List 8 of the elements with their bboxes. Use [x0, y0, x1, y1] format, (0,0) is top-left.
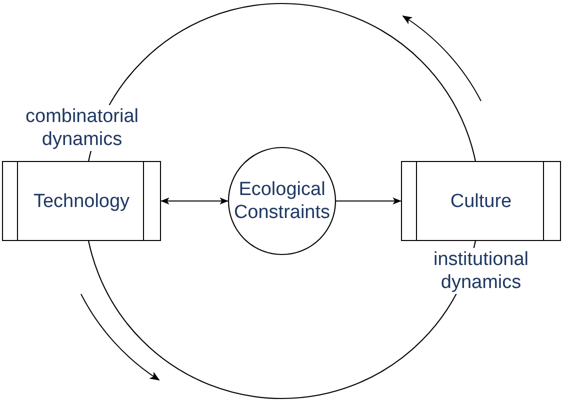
circle-node: [228, 147, 336, 255]
process-box: [401, 161, 561, 241]
process-box: [2, 161, 161, 241]
node-label: Technology: [33, 190, 130, 212]
arrow: [336, 198, 402, 204]
double-arrow: [160, 198, 228, 204]
node-label: Culture: [450, 190, 512, 212]
node-label: Ecological Constraints: [232, 178, 332, 224]
